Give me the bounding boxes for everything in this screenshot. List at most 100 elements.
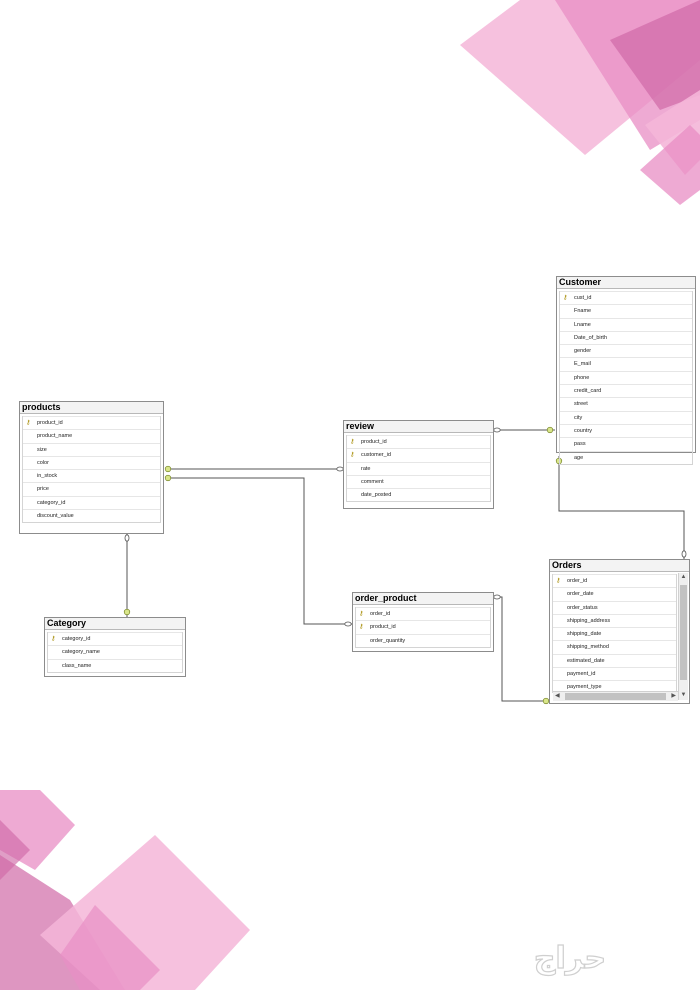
column-row[interactable]: ⚷cust_id	[560, 291, 692, 304]
scroll-down-icon[interactable]: ▼	[680, 692, 687, 698]
column-row[interactable]: comment	[347, 474, 490, 488]
column-name: E_mail	[574, 361, 591, 368]
column-row[interactable]: ⚷product_id	[356, 620, 490, 633]
column-row[interactable]: credit_card	[560, 384, 692, 397]
table-products[interactable]: products ⚷product_id product_name size c…	[19, 401, 164, 534]
column-row[interactable]: discount_value	[23, 509, 160, 522]
column-row[interactable]: price	[23, 482, 160, 495]
column-name: payment_type	[567, 684, 602, 691]
column-row[interactable]: payment_type	[553, 680, 676, 692]
column-name: cust_id	[574, 295, 592, 301]
scroll-up-icon[interactable]: ▲	[680, 574, 687, 580]
column-list: ⚷product_id product_name size color in_s…	[22, 416, 161, 524]
column-list: ⚷cust_id Fname Lname Date_of_birth gende…	[559, 291, 693, 465]
primary-key-icon: ⚷	[26, 420, 31, 426]
table-category[interactable]: Category ⚷category_id category_name clas…	[44, 617, 186, 677]
column-row[interactable]: class_name	[48, 658, 182, 672]
column-row[interactable]: ⚷product_id	[23, 416, 160, 429]
column-name: Date_of_birth	[574, 334, 608, 341]
column-row[interactable]: payment_id	[553, 667, 676, 680]
scroll-thumb[interactable]	[565, 693, 666, 700]
column-name: age	[574, 454, 584, 461]
svg-text:حراج: حراج	[534, 941, 606, 976]
primary-key-icon: ⚷	[359, 624, 364, 631]
table-title: Orders	[550, 560, 689, 572]
column-name: color	[37, 459, 49, 466]
column-row[interactable]: E_mail	[560, 357, 692, 370]
table-order-product[interactable]: order_product ⚷order_id ⚷product_id orde…	[352, 592, 494, 652]
column-name: order_quantity	[370, 637, 406, 644]
column-name: class_name	[62, 662, 92, 669]
column-name: phone	[574, 374, 590, 381]
primary-key-icon: ⚷	[350, 439, 355, 445]
key-end-markers	[123, 426, 563, 705]
vertical-scrollbar[interactable]: ▲ ▼	[678, 573, 688, 700]
column-list: ⚷ product_id ⚷customer_id rate comment da…	[346, 435, 491, 503]
relation-products-order-product	[171, 477, 353, 625]
column-row[interactable]: city	[560, 410, 692, 424]
column-row[interactable]: street	[560, 397, 692, 410]
column-name: date_posted	[361, 492, 392, 499]
column-row[interactable]: rate	[347, 461, 490, 475]
column-list: ⚷category_id category_name class_name	[47, 632, 183, 673]
column-row[interactable]: shipping_method	[553, 640, 676, 653]
column-row[interactable]: ⚷order_id	[356, 607, 490, 620]
table-review[interactable]: review ⚷ product_id ⚷customer_id rate com…	[343, 420, 494, 509]
column-name: category_id	[62, 636, 91, 642]
column-row[interactable]: ⚷ product_id	[347, 435, 490, 448]
column-name: comment	[361, 478, 384, 485]
column-row[interactable]: gender	[560, 344, 692, 357]
column-row[interactable]: Lname	[560, 317, 692, 331]
column-row[interactable]: ⚷category_id	[48, 632, 182, 645]
column-name: shipping_address	[567, 617, 611, 624]
column-row[interactable]: color	[23, 455, 160, 469]
column-row[interactable]: shipping_address	[553, 613, 676, 627]
column-row[interactable]: pass	[560, 437, 692, 450]
table-title: review	[344, 421, 493, 433]
column-row[interactable]: estimated_date	[553, 653, 676, 667]
column-name: shipping_method	[567, 644, 609, 651]
column-row[interactable]: age	[560, 450, 692, 464]
table-title: products	[20, 402, 163, 414]
column-list: ⚷order_id ⚷product_id order_quantity	[355, 607, 491, 648]
column-row[interactable]: in_stock	[23, 469, 160, 482]
column-row[interactable]: country	[560, 423, 692, 437]
diamond-shape	[610, 0, 700, 110]
diamond-shape	[640, 125, 700, 205]
column-row[interactable]: date_posted	[347, 488, 490, 501]
column-row[interactable]: ⚷order_id	[553, 574, 676, 587]
column-name: product_id	[361, 439, 387, 445]
column-list: ⚷order_id order_date order_status shippi…	[552, 574, 677, 693]
column-name: order_date	[567, 591, 594, 598]
column-row[interactable]: order_date	[553, 587, 676, 600]
column-row[interactable]: product_name	[23, 429, 160, 442]
column-row[interactable]: size	[23, 442, 160, 456]
scroll-thumb[interactable]	[680, 585, 687, 680]
column-row[interactable]: shipping_date	[553, 627, 676, 640]
column-row[interactable]: Date_of_birth	[560, 330, 692, 344]
table-customer[interactable]: Customer ⚷cust_id Fname Lname Date_of_bi…	[556, 276, 696, 465]
column-row[interactable]: order_quantity	[356, 633, 490, 647]
column-name: Lname	[574, 321, 591, 328]
column-name: category_id	[37, 499, 66, 506]
scroll-right-icon[interactable]: ▶	[671, 693, 676, 699]
column-name: payment_id	[567, 671, 596, 678]
column-row[interactable]: ⚷customer_id	[347, 448, 490, 461]
column-row[interactable]: phone	[560, 370, 692, 384]
column-name: rate	[361, 465, 371, 472]
column-row[interactable]: Fname	[560, 304, 692, 317]
column-name: price	[37, 486, 49, 493]
column-row[interactable]: order_status	[553, 600, 676, 614]
column-name: size	[37, 446, 47, 453]
infinity-end-markers	[124, 427, 687, 627]
column-row[interactable]: category_id	[23, 495, 160, 509]
haraj-watermark-logo: حراج	[533, 940, 606, 976]
table-orders[interactable]: Orders ⚷order_id order_date order_status…	[549, 559, 690, 704]
horizontal-scrollbar[interactable]: ◀ ▶	[553, 691, 678, 701]
column-row[interactable]: category_name	[48, 645, 182, 658]
column-name: country	[574, 427, 593, 434]
table-title: Category	[45, 618, 185, 630]
column-name: category_name	[62, 649, 100, 656]
column-name: discount_value	[37, 513, 74, 520]
scroll-left-icon[interactable]: ◀	[555, 693, 560, 699]
